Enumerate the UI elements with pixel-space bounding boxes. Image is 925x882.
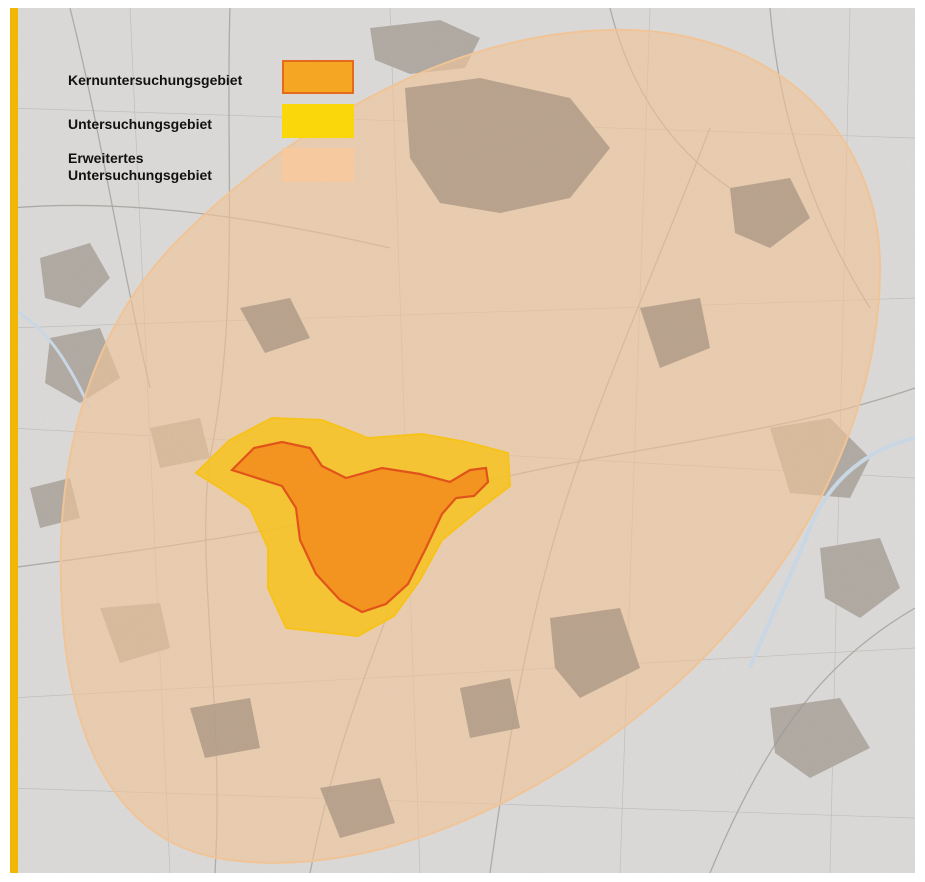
road (709, 607, 915, 873)
core-study-area[interactable] (229, 440, 490, 614)
legend-label: Untersuchungsgebiet (68, 116, 212, 132)
forest-patch (820, 538, 900, 618)
legend-label: Kernuntersuchungsgebiet (68, 72, 243, 88)
legend-swatch-core-area (282, 60, 354, 94)
canal (10, 306, 92, 409)
map-canvas[interactable] (10, 8, 915, 873)
legend-swatch-study-area (282, 104, 354, 138)
map-frame: Kernuntersuchungsgebiet Untersuchungsgeb… (10, 8, 915, 873)
forest-patch (40, 243, 110, 308)
accent-bar (10, 8, 18, 873)
river (748, 436, 915, 669)
legend-swatch-extended-area (282, 148, 354, 182)
legend-label: Erweitertes Untersuchungsgebiet (68, 150, 212, 183)
forest-in-area (190, 78, 810, 838)
forest-patch (770, 698, 870, 778)
